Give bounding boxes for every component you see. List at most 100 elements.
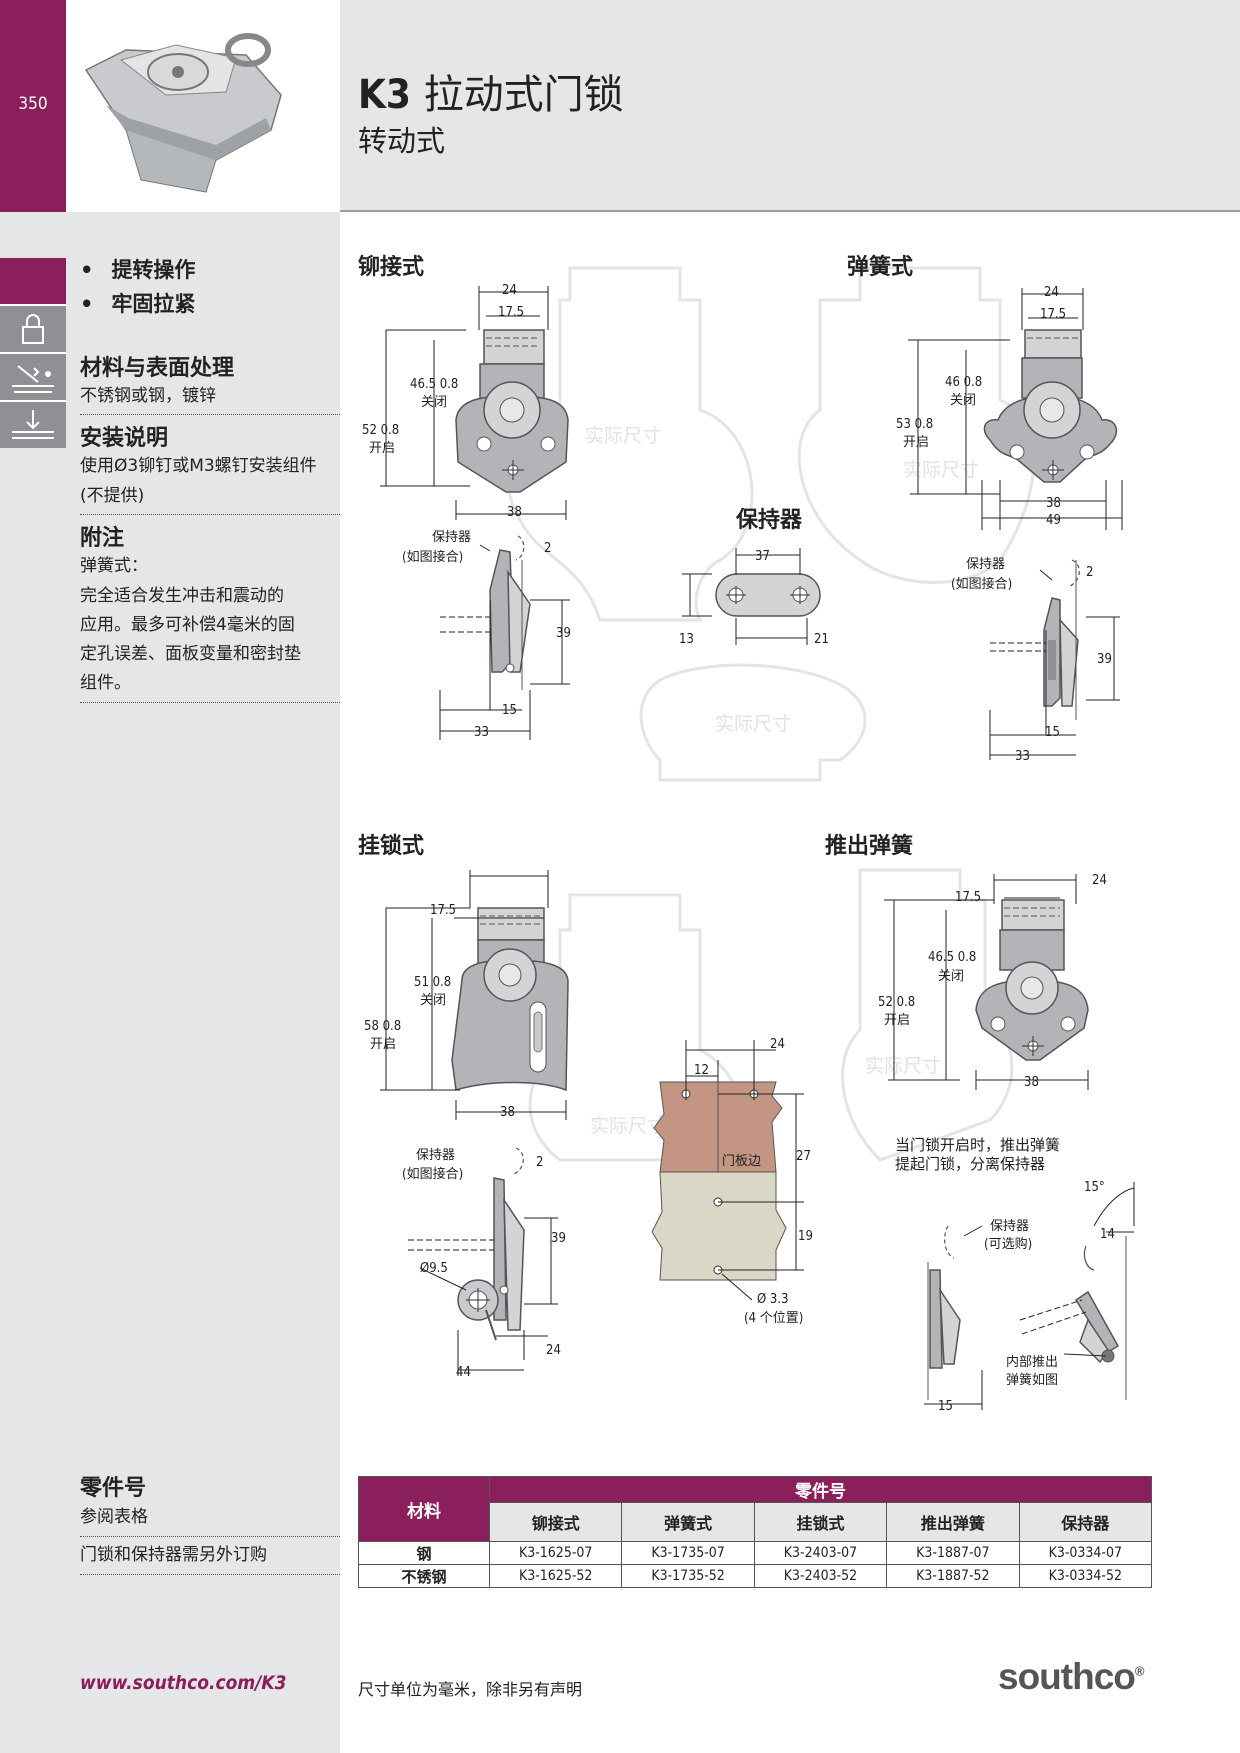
part-number-cell: K3-1735-07: [621, 1541, 755, 1565]
part-number-group-header: 零件号: [489, 1476, 1152, 1503]
dim-label: 开启: [369, 441, 395, 456]
website-link[interactable]: www.southco.com/K3: [80, 1672, 287, 1694]
divider: [80, 414, 340, 415]
watermark-text: 实际尺寸: [585, 425, 661, 447]
part-numbers-text-1: 参阅表格: [80, 1507, 148, 1527]
dim-label: 15°: [1084, 1180, 1105, 1195]
part-number-cell: K3-1887-07: [886, 1541, 1020, 1565]
dim-label: 38: [507, 505, 522, 520]
dim-label: 38: [1024, 1075, 1039, 1090]
dim-label: 21: [814, 632, 829, 647]
dim-label: 保持器: [966, 557, 1005, 572]
header-band: [340, 0, 1240, 212]
dim-label: (4 个位置): [744, 1311, 803, 1326]
brand-name: southco: [998, 1656, 1136, 1697]
spring-side-dimension-lines: [989, 569, 1120, 760]
dim-label: 39: [1097, 652, 1112, 667]
notes-line: 完全适合发生冲击和震动的: [80, 586, 284, 606]
latch-photo-illustration: [84, 33, 282, 193]
watermark-text: 实际尺寸: [590, 1115, 666, 1137]
dim-label: 24: [1092, 873, 1107, 888]
dim-label: (如图接合): [402, 1166, 463, 1182]
part-number-cell: K3-1887-52: [886, 1564, 1020, 1588]
feature-bullet-2: 牢固拉紧: [80, 288, 195, 318]
section-title-eject: 推出弹簧: [825, 833, 913, 859]
dim-label: 24: [546, 1343, 561, 1358]
rivet-side-dimension-lines: [439, 544, 570, 740]
eject-latch-side-view: [927, 1225, 1127, 1400]
dim-label: 24: [502, 283, 517, 298]
dim-label: 2: [536, 1155, 543, 1170]
dim-label: 46.5 0.8: [928, 950, 976, 965]
dim-label: 46 0.8: [945, 375, 982, 390]
dim-label: 52 0.8: [878, 995, 915, 1010]
dim-label: 15: [938, 1399, 953, 1414]
column-header: 弹簧式: [621, 1502, 755, 1542]
eject-note-line-1: 当门锁开启时，推出弹簧: [895, 1136, 1060, 1154]
part-number-cell: K3-2403-07: [753, 1541, 888, 1565]
dim-label: 27: [796, 1149, 811, 1164]
keeper-drawing: [715, 573, 821, 617]
materials-heading: 材料与表面处理: [80, 356, 235, 381]
dim-label: 53 0.8: [896, 417, 933, 432]
dim-label: 19: [798, 1229, 813, 1244]
part-number-cell: K3-1625-07: [488, 1541, 623, 1565]
column-header: 挂锁式: [753, 1502, 888, 1542]
panel-mounting-diagram: [651, 1081, 787, 1281]
title-text: 拉动式门锁: [423, 72, 624, 118]
dim-label: 38: [500, 1105, 515, 1120]
dim-label: 2: [544, 541, 551, 556]
part-number-cell: K3-0334-07: [1018, 1541, 1153, 1565]
spring-latch-front-view: [983, 329, 1118, 483]
dim-label: 49: [1046, 513, 1061, 528]
material-cell: 不锈钢: [358, 1564, 490, 1588]
page-title: K3 拉动式门锁: [358, 62, 624, 120]
installation-heading: 安装说明: [80, 426, 169, 451]
part-number-cell: K3-1625-52: [488, 1564, 623, 1588]
notes-line: 组件。: [80, 673, 131, 693]
dim-label: 38: [1046, 496, 1061, 511]
eject-side-dimension-lines: [924, 1182, 1135, 1410]
keeper-dimension-lines: [682, 548, 808, 645]
section-title-keeper: 保持器: [735, 508, 803, 533]
rivet-latch-side-view: [489, 535, 531, 690]
sidebar: [0, 212, 340, 1753]
dim-label: 52 0.8: [362, 423, 399, 438]
header-accent-strip: [0, 0, 66, 212]
dim-label: 13: [679, 632, 694, 647]
column-header: 推出弹簧: [886, 1502, 1020, 1542]
part-number-table: 材料 零件号 铆接式 弹簧式 挂锁式 推出弹簧 保持器 钢 K3-1625-07…: [358, 1476, 1153, 1588]
dim-label: 39: [551, 1231, 566, 1246]
units-footnote: 尺寸单位为毫米，除非另有声明: [358, 1680, 583, 1699]
notes-heading: 附注: [80, 526, 125, 551]
dim-label: 39: [556, 626, 571, 641]
eject-note-line-2: 提起门锁，分离保持器: [895, 1155, 1045, 1173]
dim-label: 关闭: [938, 969, 964, 984]
dim-label: Ø9.5: [420, 1261, 448, 1276]
dim-label: 弹簧如图: [1006, 1372, 1058, 1388]
section-title-rivet: 铆接式: [358, 254, 424, 280]
dim-label: 46.5 0.8: [410, 377, 458, 392]
padlock-latch-front-view: [451, 907, 569, 1092]
dim-label: 开启: [370, 1037, 396, 1052]
section-title-spring: 弹簧式: [847, 254, 913, 280]
registered-mark: ®: [1134, 1663, 1145, 1679]
dim-label: 开启: [903, 435, 929, 450]
title-model: K3: [358, 72, 411, 118]
divider: [80, 1536, 340, 1537]
part-number-cell: K3-0334-52: [1018, 1564, 1153, 1588]
dim-label: 17.5: [1040, 307, 1066, 322]
dim-label: 17.5: [430, 903, 456, 918]
dim-label: 15: [1045, 725, 1060, 740]
material-column-header: 材料: [358, 1476, 490, 1542]
part-numbers-text-2: 门锁和保持器需另外订购: [80, 1545, 267, 1565]
dim-label: 17.5: [955, 890, 981, 905]
dim-label: Ø 3.3: [757, 1292, 789, 1307]
notes-line: 应用。最多可补偿4毫米的固: [80, 615, 295, 635]
dim-label: 33: [1015, 749, 1030, 764]
installation-icon: [0, 400, 66, 448]
page-number: 350: [18, 94, 48, 114]
dim-label: 15: [502, 703, 517, 718]
notes-line: 定孔误差、面板变量和密封垫: [80, 644, 301, 664]
eject-dimension-lines: [884, 874, 1089, 1090]
